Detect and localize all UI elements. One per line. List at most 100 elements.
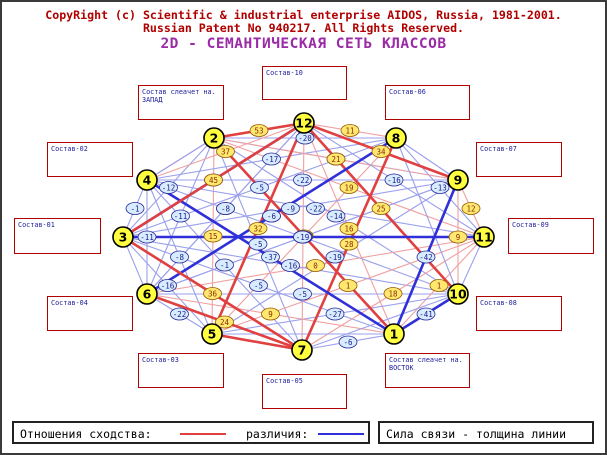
link-value-9-2: 21 bbox=[326, 152, 346, 166]
caption-box-4: Состав-02 bbox=[47, 142, 133, 177]
link-8-9 bbox=[395, 137, 459, 181]
caption-text: Состав-07 bbox=[480, 145, 517, 153]
link-value-4-9: -22 bbox=[293, 173, 312, 187]
caption-box-2: Состав слеачет на. ЗАПАД bbox=[138, 85, 224, 120]
class-node-12: 12 bbox=[293, 112, 315, 134]
link-value-2-10: -14 bbox=[326, 209, 346, 223]
svg-text:-11: -11 bbox=[174, 212, 188, 221]
page-title: 2D - СЕМАНТИЧЕСКАЯ СЕТЬ КЛАССОВ bbox=[160, 36, 447, 52]
legend-strength-note: Сила связи - толщина линии bbox=[386, 427, 567, 441]
svg-text:5: 5 bbox=[208, 327, 217, 342]
link-value-9-5: -19 bbox=[325, 250, 345, 264]
legend-relations: Отношения сходства: различия: bbox=[12, 421, 370, 444]
svg-text:37: 37 bbox=[221, 147, 230, 156]
link-value-6-11: 0 bbox=[306, 259, 325, 272]
link-value-12-11: -16 bbox=[384, 173, 404, 187]
legend-difference-swatch bbox=[318, 433, 364, 435]
link-value-4-7: -1 bbox=[215, 258, 234, 272]
link-value-12-2: 53 bbox=[249, 124, 269, 137]
class-node-9: 9 bbox=[447, 169, 469, 191]
caption-box-12: Состав-10 bbox=[262, 66, 347, 100]
link-value-3-9: -9 bbox=[281, 202, 300, 215]
caption-box-5: Состав-03 bbox=[138, 353, 224, 388]
svg-text:9: 9 bbox=[268, 310, 273, 319]
svg-text:28: 28 bbox=[344, 240, 354, 249]
svg-text:-20: -20 bbox=[298, 134, 312, 143]
legend-similarity-swatch bbox=[180, 433, 226, 435]
link-value-5-11: 1 bbox=[338, 279, 358, 292]
svg-text:11: 11 bbox=[345, 126, 354, 135]
link-value-8-11: -13 bbox=[430, 181, 450, 194]
copyright-line: CopyRight (c) Scientific & industrial en… bbox=[45, 8, 562, 22]
link-value-12-9: 34 bbox=[371, 145, 391, 158]
svg-text:-37: -37 bbox=[264, 253, 278, 262]
class-node-11: 11 bbox=[473, 226, 495, 248]
svg-text:-5: -5 bbox=[298, 290, 307, 299]
svg-text:21: 21 bbox=[331, 155, 340, 164]
link-value-10-1: -41 bbox=[416, 307, 436, 321]
link-value-12-10: 25 bbox=[371, 202, 391, 215]
link-value-6-1: 9 bbox=[261, 307, 280, 321]
svg-text:-5: -5 bbox=[253, 240, 262, 249]
class-node-7: 7 bbox=[291, 339, 313, 361]
link-value-2-7: -5 bbox=[248, 237, 268, 251]
svg-text:-42: -42 bbox=[419, 253, 433, 262]
svg-text:-22: -22 bbox=[309, 204, 323, 213]
svg-text:-6: -6 bbox=[343, 338, 353, 347]
link-value-4-11: -22 bbox=[306, 202, 325, 215]
svg-text:-19: -19 bbox=[296, 233, 310, 242]
svg-text:-22: -22 bbox=[296, 176, 310, 185]
link-value-3-12: 45 bbox=[204, 173, 223, 187]
svg-text:9: 9 bbox=[456, 233, 461, 242]
legend-difference-label: различия: bbox=[246, 427, 309, 441]
link-value-4-3: -1 bbox=[125, 202, 145, 215]
svg-text:3: 3 bbox=[119, 230, 128, 245]
link-value-2-3: -12 bbox=[159, 181, 178, 194]
link-4-2 bbox=[146, 137, 215, 181]
caption-text: Состав-03 bbox=[142, 356, 179, 364]
svg-text:-8: -8 bbox=[221, 204, 231, 213]
class-node-8: 8 bbox=[385, 127, 407, 149]
link-7-10 bbox=[301, 293, 459, 351]
svg-text:1: 1 bbox=[346, 281, 351, 290]
svg-text:34: 34 bbox=[376, 147, 386, 156]
svg-text:1: 1 bbox=[390, 327, 399, 342]
link-value-4-5: -8 bbox=[170, 250, 189, 264]
svg-text:-17: -17 bbox=[265, 155, 279, 164]
svg-text:32: 32 bbox=[253, 224, 262, 233]
svg-text:-8: -8 bbox=[175, 253, 185, 262]
svg-text:0: 0 bbox=[313, 261, 318, 270]
svg-text:15: 15 bbox=[208, 232, 217, 241]
link-value-12-1: 16 bbox=[339, 222, 359, 235]
class-node-3: 3 bbox=[112, 226, 134, 248]
caption-text: Состав-09 bbox=[512, 221, 549, 229]
class-node-5: 5 bbox=[201, 323, 223, 345]
caption-box-6: Состав-04 bbox=[47, 296, 133, 331]
caption-text: Состав-01 bbox=[18, 221, 55, 229]
class-node-4: 4 bbox=[136, 169, 158, 191]
caption-box-11: Состав-09 bbox=[508, 218, 594, 254]
caption-box-10: Состав-08 bbox=[476, 296, 562, 331]
link-value-8-7: 28 bbox=[339, 237, 359, 251]
svg-text:2: 2 bbox=[210, 131, 219, 146]
svg-text:36: 36 bbox=[208, 289, 218, 298]
caption-text: Состав-02 bbox=[51, 145, 88, 153]
link-value-3-10: -16 bbox=[281, 259, 300, 272]
svg-text:16: 16 bbox=[344, 224, 354, 233]
caption-text: Состав-10 bbox=[266, 69, 303, 77]
svg-text:-11: -11 bbox=[140, 233, 154, 242]
svg-text:-6: -6 bbox=[267, 212, 277, 221]
link-value-9-1: -42 bbox=[416, 250, 436, 264]
link-value-4-1: -37 bbox=[261, 250, 280, 264]
legend-strength: Сила связи - толщина линии bbox=[378, 421, 594, 444]
link-value-4-12: 37 bbox=[216, 145, 235, 158]
svg-text:8: 8 bbox=[392, 131, 401, 146]
caption-text: Состав-06 bbox=[389, 88, 426, 96]
svg-text:19: 19 bbox=[344, 183, 353, 192]
caption-box-8: Состав-06 bbox=[385, 85, 470, 120]
svg-text:11: 11 bbox=[475, 230, 492, 245]
link-value-3-7: 36 bbox=[203, 287, 222, 300]
link-value-9-10: 9 bbox=[448, 230, 468, 244]
link-value-6-7: 24 bbox=[215, 315, 234, 329]
caption-box-1: Состав слеачет на. ВОСТОК bbox=[385, 353, 470, 388]
